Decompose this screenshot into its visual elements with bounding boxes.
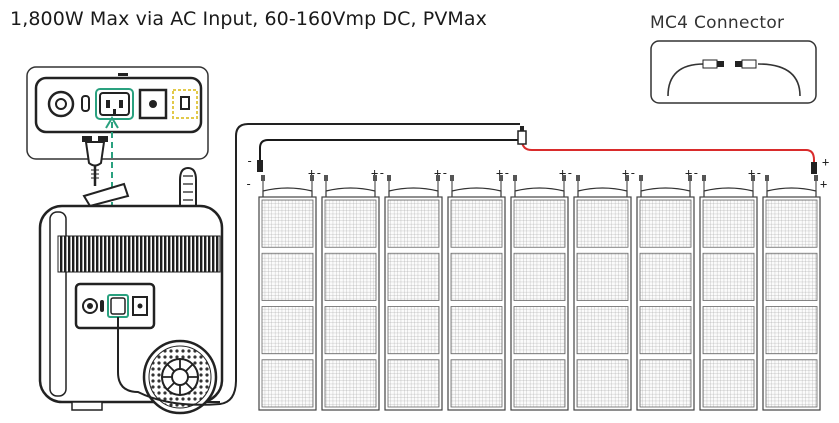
panel-terminal-label: +- (559, 166, 573, 180)
solar-panel (699, 175, 758, 411)
negative-label: - (245, 177, 252, 191)
panel-terminal-label: +- (496, 166, 510, 180)
positive-end-connector (811, 162, 817, 174)
ac-port-closeup (26, 66, 209, 160)
positive-label: + (822, 155, 829, 169)
positive-label: + (820, 177, 827, 191)
ac-plug-icon (82, 136, 108, 186)
solar-panel-array (258, 175, 821, 411)
solar-panel (321, 175, 380, 411)
pv-input-cable (117, 123, 520, 406)
mc4-connector-illustration (650, 40, 817, 104)
solar-panel (384, 175, 443, 411)
positive-wire (521, 139, 815, 166)
power-station-illustration (38, 166, 224, 415)
solar-panel (447, 175, 506, 411)
negative-wire (259, 139, 522, 162)
diagram-title: 1,800W Max via AC Input, 60-160Vmp DC, P… (10, 8, 488, 30)
panel-terminal-label: +- (622, 166, 636, 180)
solar-panel (636, 175, 695, 411)
negative-end-connector (257, 160, 263, 172)
negative-label: - (246, 154, 253, 168)
panel-terminal-label: +- (748, 166, 762, 180)
solar-panel (510, 175, 569, 411)
callout-arrow-icon (105, 116, 119, 129)
mc4-connector-label: MC4 Connector (650, 13, 785, 33)
solar-panel (762, 175, 821, 411)
solar-panel (258, 175, 317, 411)
panel-terminal-label: +- (685, 166, 699, 180)
branch-connector (517, 130, 527, 145)
solar-panel (573, 175, 632, 411)
